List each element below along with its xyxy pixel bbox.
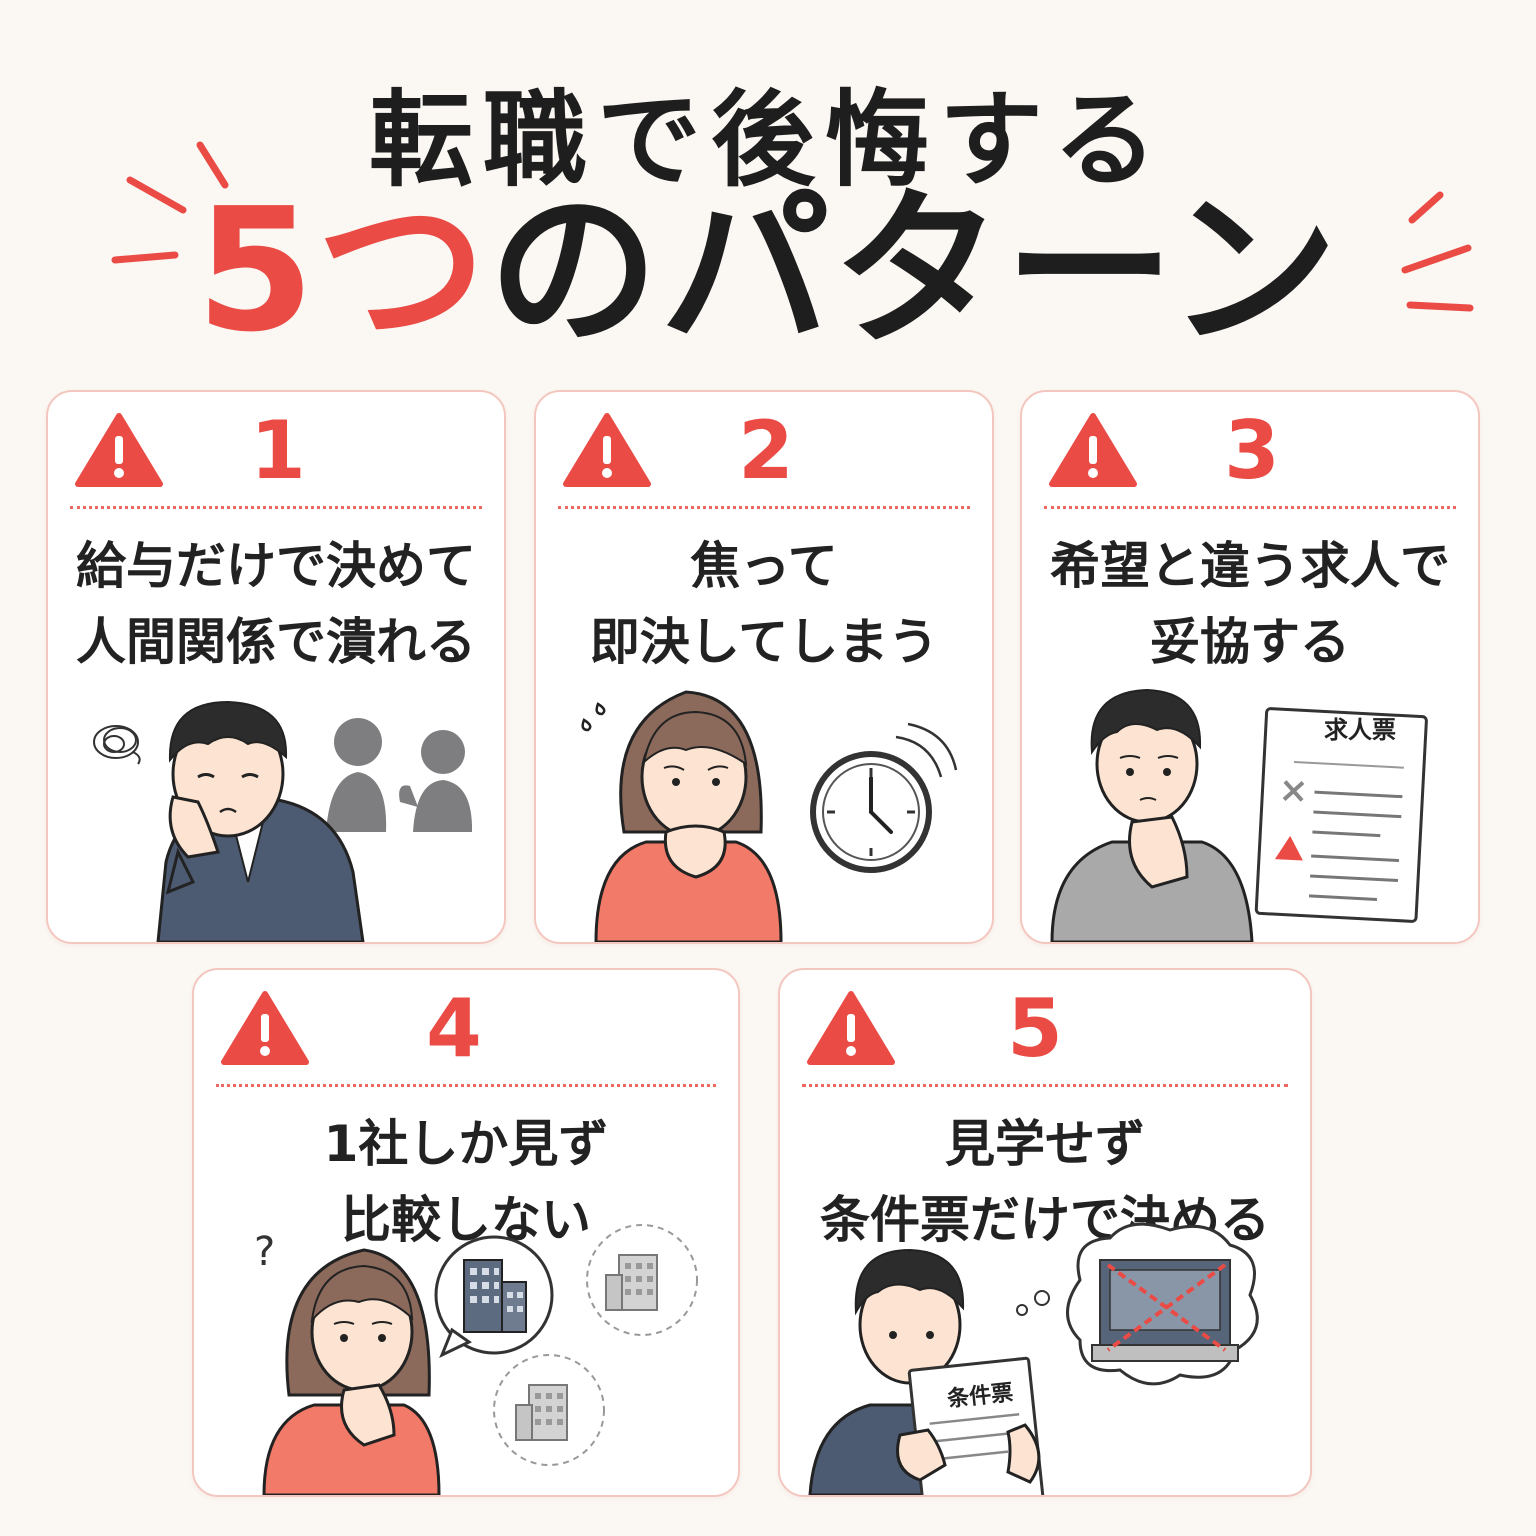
thinking-man-illustration <box>1050 688 1428 942</box>
warning-icon <box>563 413 651 487</box>
stressed-man-illustration <box>93 700 473 942</box>
pattern-number: 4 <box>426 982 482 1075</box>
question-mark-icon: ? <box>254 1229 275 1275</box>
divider <box>558 506 970 509</box>
scribble-icon <box>93 725 141 765</box>
divider <box>216 1084 716 1087</box>
page-title: 転職で後悔する <box>368 79 1167 201</box>
job-listing-label: 求人票 <box>1324 716 1396 744</box>
other-company-dashed-icon <box>586 1224 698 1336</box>
workplace-not-visited-icon <box>1066 1222 1259 1386</box>
reading-man-illustration <box>808 1222 1259 1495</box>
pattern-card-4: 4 1社しか見ず 比較しない ? <box>192 968 740 1497</box>
divider <box>70 506 482 509</box>
divider <box>802 1084 1288 1087</box>
gossip-silhouettes-icon <box>326 718 473 832</box>
pattern-number: 5 <box>1007 982 1063 1075</box>
warning-icon <box>75 413 163 487</box>
warning-icon <box>807 991 895 1065</box>
pattern-text: 希望と違う求人で 妥協する <box>1050 537 1450 671</box>
pattern-text: 1社しか見ず 比較しない <box>323 1115 609 1249</box>
comparing-woman-illustration: ? <box>254 1224 698 1495</box>
pattern-card-3: 3 希望と違う求人で 妥協する 求人票 <box>1020 390 1480 944</box>
anxious-woman-illustration <box>581 690 958 942</box>
title-accent: 5つ <box>196 172 489 370</box>
page-subtitle: 5つのパターン <box>0 178 1536 365</box>
pattern-card-2: 2 焦って 即決してしまう <box>534 390 994 944</box>
pattern-card-1: 1 給与だけで決めて 人間関係で潰れる <box>46 390 506 944</box>
burst-lines-right <box>1401 191 1474 312</box>
company-building-bubble-icon <box>434 1235 554 1359</box>
warning-icon <box>1049 413 1137 487</box>
other-company-dashed-icon <box>493 1354 605 1466</box>
pattern-text: 焦って 即決してしまう <box>589 537 939 671</box>
warning-icon <box>221 991 309 1065</box>
burst-lines-left <box>111 141 229 264</box>
pattern-number: 1 <box>250 404 306 497</box>
job-listing-document-icon <box>1254 707 1428 923</box>
clock-icon <box>810 722 958 873</box>
pattern-number: 3 <box>1224 404 1280 497</box>
sweat-drops-icon <box>581 702 606 732</box>
divider <box>1044 506 1456 509</box>
pattern-number: 2 <box>738 404 794 497</box>
title-rest: のパターン <box>488 172 1340 370</box>
pattern-text: 給与だけで決めて 人間関係で潰れる <box>76 537 476 671</box>
pattern-card-5: 5 見学せず 条件票だけで決める 条件票 <box>778 968 1312 1497</box>
